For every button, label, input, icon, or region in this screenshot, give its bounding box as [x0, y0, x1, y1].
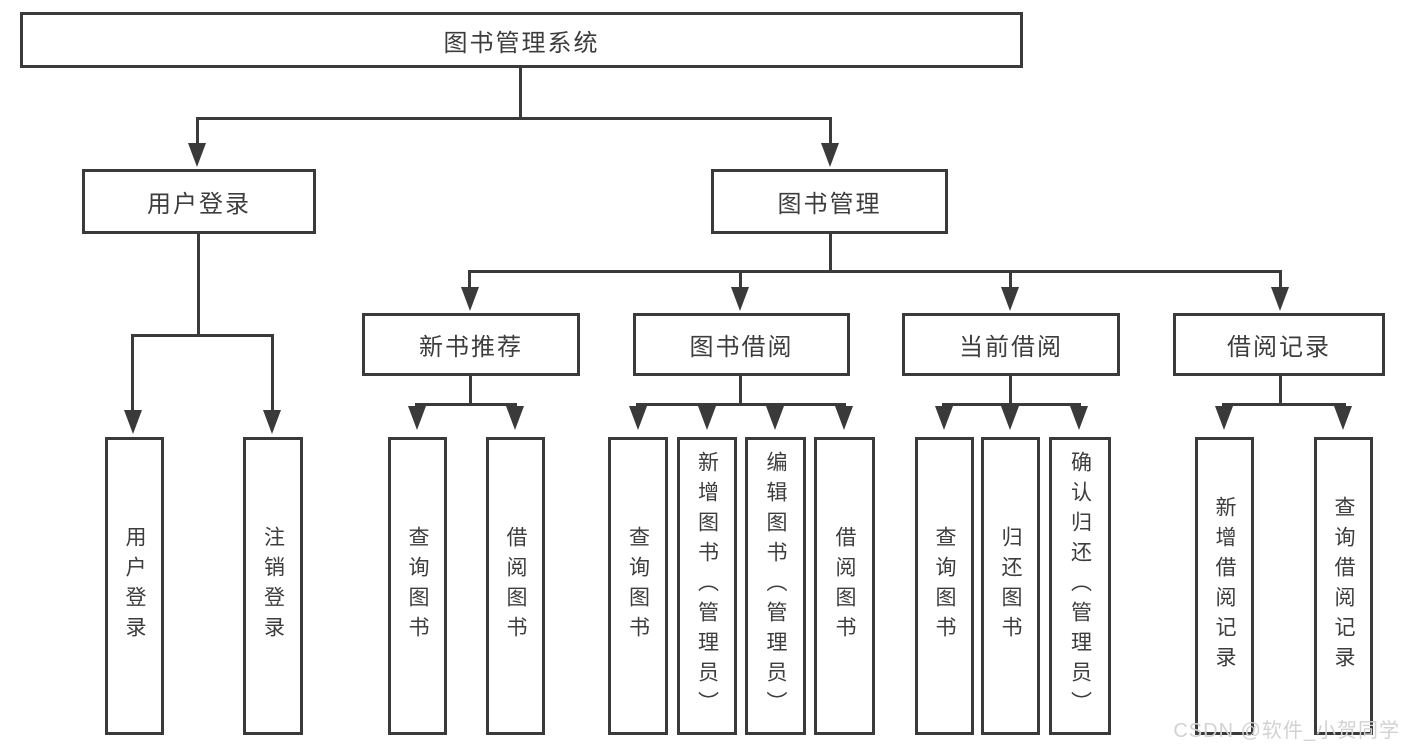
leaf-query-borrow-record-label: 查询借阅记录: [1332, 496, 1355, 676]
leaf-return-book: 归还图书: [981, 437, 1040, 735]
connector-arrow-down: [935, 406, 953, 430]
leaf-query-books-borrow: 查询图书: [608, 437, 668, 735]
connector-hline: [131, 334, 274, 337]
leaf-add-book-admin: 新增图书（管理员）: [677, 437, 737, 735]
leaf-query-borrow-record: 查询借阅记录: [1314, 437, 1373, 735]
node-book-management: 图书管理: [711, 169, 948, 234]
connector-arrow-down: [731, 287, 749, 311]
leaf-query-books-recommend: 查询图书: [388, 437, 447, 735]
node-book-borrow: 图书借阅: [633, 313, 850, 376]
connector-vline: [468, 270, 471, 290]
connector-vline: [1279, 375, 1282, 406]
leaf-return-book-label: 归还图书: [999, 526, 1022, 646]
node-library-system-label: 图书管理系统: [443, 29, 600, 57]
node-user-login: 用户登录: [82, 169, 316, 234]
leaf-edit-book-admin: 编辑图书（管理员）: [745, 437, 806, 735]
connector-vline: [829, 117, 832, 145]
connector-vline: [469, 375, 472, 406]
node-new-book-recommend-label: 新书推荐: [419, 334, 523, 361]
leaf-query-books-recommend-label: 查询图书: [406, 526, 429, 646]
leaf-edit-book-admin-label: 编辑图书（管理员）: [764, 451, 787, 721]
leaf-add-borrow-record-label: 新增借阅记录: [1213, 496, 1236, 676]
connector-hline: [415, 403, 517, 406]
connector-arrow-down: [1001, 406, 1019, 430]
connector-arrow-down: [506, 406, 524, 430]
leaf-borrow-books-label: 借阅图书: [833, 526, 856, 646]
connector-arrow-down: [1334, 406, 1352, 430]
leaf-borrow-books-recommend-label: 借阅图书: [504, 526, 527, 646]
node-user-login-label: 用户登录: [147, 191, 251, 218]
connector-vline: [1009, 270, 1012, 290]
connector-arrow-down: [1271, 287, 1289, 311]
node-book-borrow-label: 图书借阅: [689, 334, 794, 361]
connector-vline: [1009, 375, 1012, 406]
connector-arrow-down: [698, 406, 716, 430]
connector-vline: [1279, 270, 1282, 290]
connector-hline: [942, 403, 1081, 406]
leaf-confirm-return-admin: 确认归还（管理员）: [1049, 437, 1111, 735]
leaf-query-books-borrow-label: 查询图书: [626, 526, 650, 646]
connector-vline: [131, 334, 134, 412]
connector-arrow-down: [188, 143, 206, 167]
connector-hline: [1222, 403, 1346, 406]
leaf-borrow-books: 借阅图书: [814, 437, 875, 735]
leaf-confirm-return-admin-label: 确认归还（管理员）: [1068, 451, 1092, 721]
connector-arrow-down: [408, 406, 426, 430]
connector-arrow-down: [835, 406, 853, 430]
node-book-management-label: 图书管理: [777, 191, 882, 218]
leaf-user-login-label: 用户登录: [123, 526, 146, 646]
connector-vline: [196, 117, 199, 145]
connector-arrow-down: [821, 143, 839, 167]
leaf-logout-label: 注销登录: [261, 526, 285, 646]
connector-arrow-down: [1070, 406, 1088, 430]
leaf-query-books-current: 查询图书: [915, 437, 974, 735]
connector-vline: [197, 233, 200, 337]
connector-vline: [739, 375, 742, 406]
connector-vline: [271, 334, 274, 412]
connector-arrow-down: [766, 406, 784, 430]
connector-hline: [468, 270, 1282, 273]
connector-arrow-down: [629, 406, 647, 430]
node-borrow-record: 借阅记录: [1173, 313, 1385, 376]
connector-vline: [739, 270, 742, 290]
leaf-add-book-admin-label: 新增图书（管理员）: [695, 451, 719, 721]
node-library-system: 图书管理系统: [20, 12, 1023, 68]
connector-arrow-down: [263, 410, 281, 434]
watermark: CSDN @软件_小贺同学: [1173, 720, 1400, 742]
node-current-borrow: 当前借阅: [902, 313, 1120, 376]
connector-hline: [196, 117, 832, 120]
connector-arrow-down: [124, 410, 142, 434]
connector-arrow-down: [1215, 406, 1233, 430]
leaf-logout: 注销登录: [243, 437, 303, 735]
leaf-borrow-books-recommend: 借阅图书: [486, 437, 545, 735]
leaf-add-borrow-record: 新增借阅记录: [1195, 437, 1254, 735]
node-new-book-recommend: 新书推荐: [362, 313, 580, 376]
leaf-user-login: 用户登录: [105, 437, 164, 735]
connector-vline: [519, 68, 522, 119]
connector-arrow-down: [1001, 287, 1019, 311]
connector-hline: [636, 403, 846, 406]
connector-vline: [829, 233, 832, 273]
connector-arrow-down: [461, 287, 479, 311]
leaf-query-books-current-label: 查询图书: [933, 526, 956, 646]
node-current-borrow-label: 当前借阅: [959, 334, 1063, 361]
node-borrow-record-label: 借阅记录: [1227, 334, 1331, 361]
